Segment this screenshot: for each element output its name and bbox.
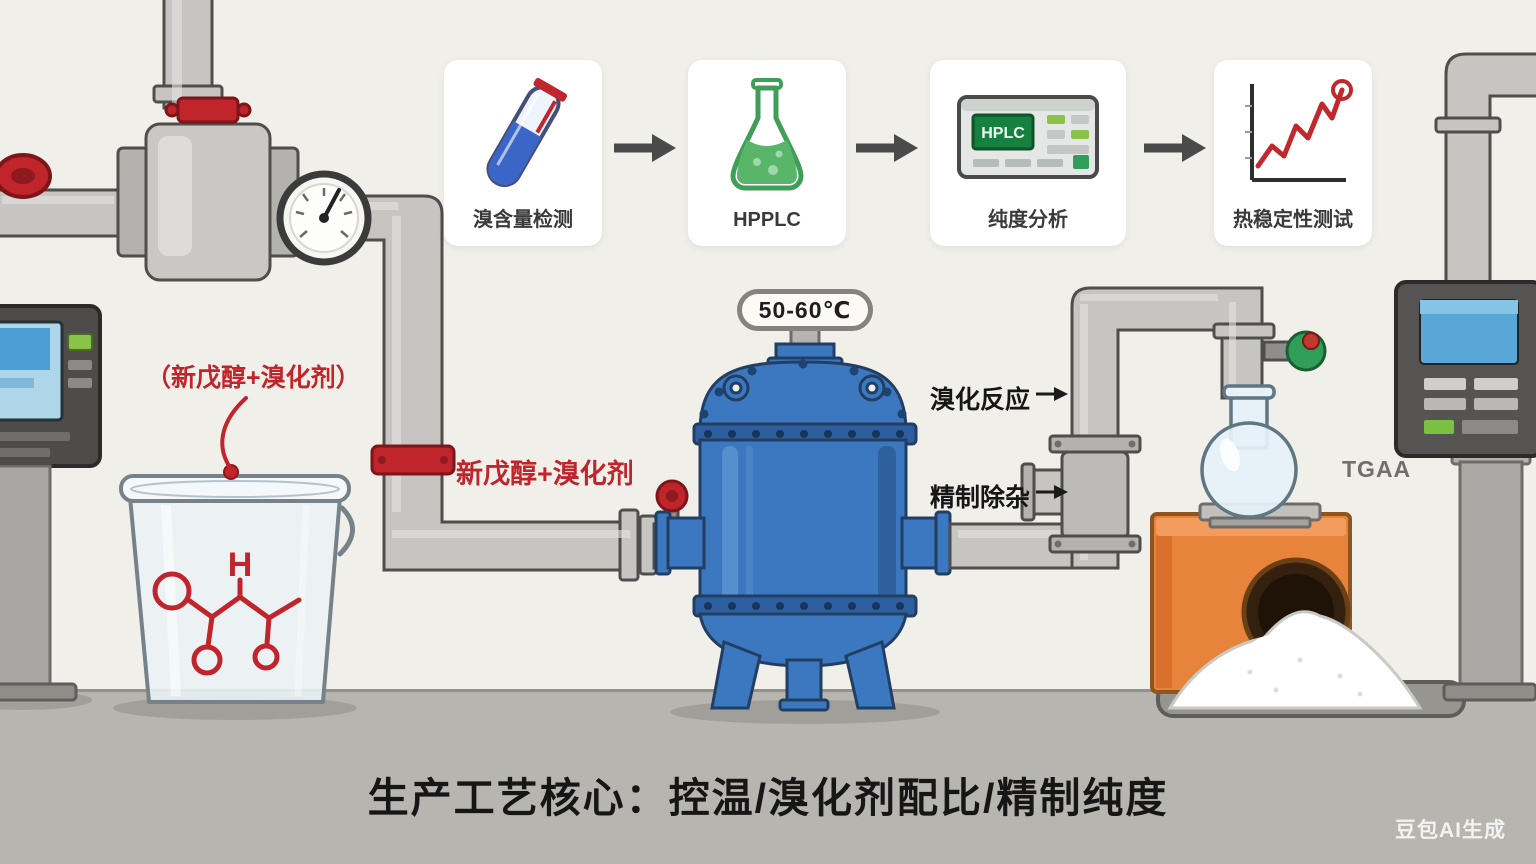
step-arrow-bromination — [1036, 387, 1068, 401]
molecule-structure: H — [152, 546, 302, 676]
device-screen-text: HPLC — [981, 125, 1025, 142]
card-label: 热稳定性测试 — [1233, 209, 1353, 231]
card-label: HPPLC — [733, 209, 801, 231]
pressure-gauge — [276, 170, 372, 266]
right-control-panel — [1394, 280, 1536, 702]
card-label: 纯度分析 — [988, 209, 1068, 231]
red-handwheel — [0, 153, 52, 199]
card-hpplc: HPPLC — [688, 60, 846, 246]
flow-arrow-2 — [854, 128, 920, 168]
hplc-machine-icon: HPLC — [930, 68, 1126, 206]
reactor-vessel — [654, 326, 952, 712]
line-chart-icon — [1214, 68, 1372, 206]
card-thermal-stability: 热稳定性测试 — [1214, 60, 1372, 246]
card-purity-analysis: HPLC 纯度分析 — [930, 60, 1126, 246]
atom-h-label: H — [228, 546, 253, 584]
flow-arrow-1 — [612, 128, 678, 168]
pipe-highlights-right — [958, 294, 1236, 560]
feed-bucket-label: （新戊醇+溴化剂） — [146, 364, 361, 392]
flow-knob — [1262, 330, 1327, 372]
product-label: TGAA — [1342, 456, 1412, 482]
feed-pipe-label: 新戊醇+溴化剂 — [456, 459, 634, 489]
temperature-badge: 50-60℃ — [737, 289, 873, 331]
flow-arrow-3 — [1142, 128, 1208, 168]
feed-injection-ring — [370, 444, 456, 476]
transfer-valve — [1020, 434, 1142, 554]
step-bromination-label: 溴化反应 — [930, 386, 1031, 414]
card-bromine-test: 溴含量检测 — [444, 60, 602, 246]
upper-band-bolts — [704, 430, 904, 438]
step-purification-label: 精制除杂 — [930, 484, 1031, 512]
watermark: 豆包AI生成 — [1395, 819, 1506, 842]
left-control-panel — [0, 304, 102, 702]
distillation-flask — [1200, 384, 1298, 519]
feed-callout-curve — [220, 396, 248, 468]
floor — [0, 689, 1536, 864]
page-title: 生产工艺核心：控温/溴化剂配比/精制纯度 — [367, 775, 1169, 821]
inlet-valve — [116, 96, 300, 282]
flask-icon — [688, 68, 846, 206]
right-pipe-top — [1434, 52, 1536, 288]
lower-band-bolts — [704, 602, 904, 610]
product-powder — [1167, 610, 1423, 710]
test-tube-icon — [444, 68, 602, 206]
step-arrow-purification — [1036, 485, 1068, 499]
card-label: 溴含量检测 — [473, 209, 573, 231]
